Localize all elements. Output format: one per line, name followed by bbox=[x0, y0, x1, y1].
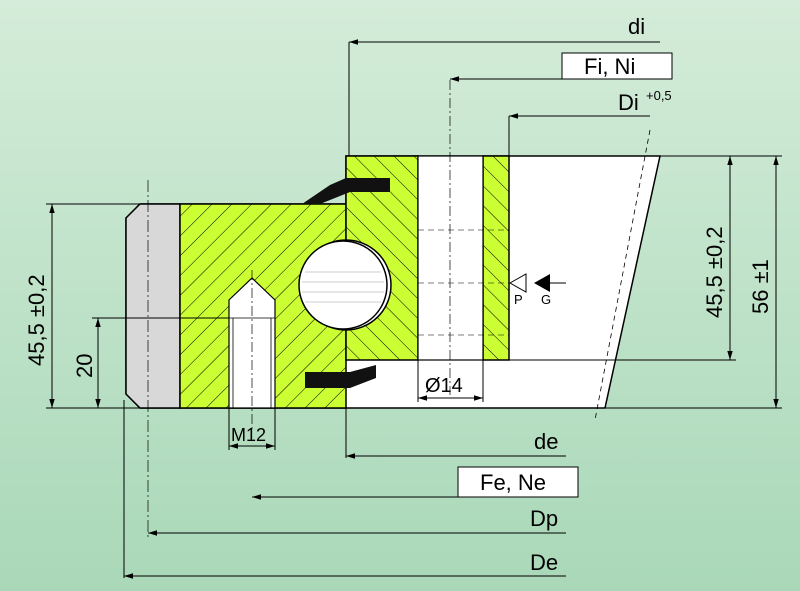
inner-ring-section bbox=[345, 155, 419, 361]
gear-tooth-section bbox=[125, 203, 181, 409]
label-p: P bbox=[514, 292, 523, 307]
label-left-height: 45,5 ±0,2 bbox=[24, 274, 49, 366]
label-di: di bbox=[628, 14, 645, 39]
label-hole-dia: Ø14 bbox=[425, 375, 463, 397]
label-g: G bbox=[541, 292, 551, 307]
label-left-20: 20 bbox=[72, 354, 97, 378]
label-fe-ne: Fe, Ne bbox=[480, 470, 546, 495]
label-de-outer: De bbox=[530, 550, 558, 575]
label-di-tolerance: +0,5 bbox=[646, 88, 672, 103]
seal-bottom bbox=[305, 365, 376, 388]
ball bbox=[298, 240, 388, 330]
label-di-main: Di bbox=[618, 90, 639, 115]
label-fi-ni: Fi, Ni bbox=[584, 54, 635, 79]
label-de: de bbox=[534, 429, 558, 454]
fi-ni-box bbox=[561, 52, 673, 80]
fe-ne-box bbox=[457, 466, 579, 498]
label-right-56: 56 ±1 bbox=[748, 259, 773, 314]
label-dp: Dp bbox=[530, 506, 558, 531]
label-m12: M12 bbox=[231, 425, 266, 445]
inner-ring-right-section bbox=[482, 155, 510, 361]
label-right-height: 45,5 ±0,2 bbox=[702, 226, 727, 318]
g-marker-icon bbox=[534, 274, 550, 292]
mounting-hole bbox=[417, 155, 484, 361]
seal-top bbox=[302, 178, 390, 204]
p-marker-icon bbox=[508, 273, 527, 293]
